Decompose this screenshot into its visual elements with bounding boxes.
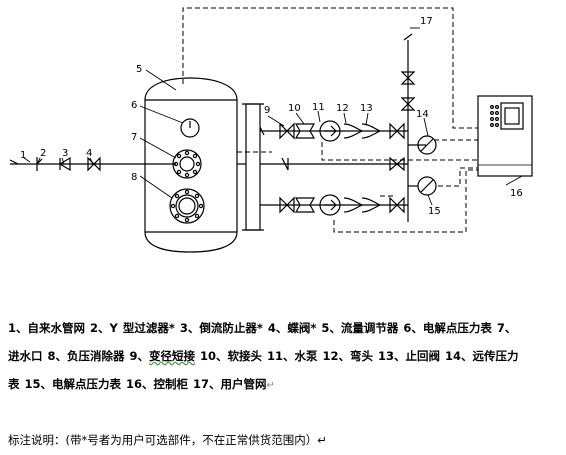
callout-4: 4 [86,148,92,159]
callout-16: 16 [510,188,523,199]
pressure-tank [144,77,238,253]
legend-row-3: 表 15、电解点压力表 16、控制柜 17、用户管网↵ [8,370,560,400]
callout-13: 13 [360,103,373,114]
callout-8: 8 [131,172,137,183]
remote-pressure-gauge-14 [417,135,437,155]
callout-1: 1 [20,150,26,161]
legend-row-2: 进水口 8、负压消除器 9、变径短接 10、软接头 11、水泵 12、弯头 13… [8,342,560,370]
pressure-gauge-15 [417,176,437,196]
vacuum-eliminator-flange-8 [169,188,205,224]
callout-9: 9 [264,105,270,116]
callout-2: 2 [40,148,46,159]
callout-5: 5 [136,64,142,75]
callout-6: 6 [131,100,137,111]
upper-pump-branch [259,120,408,142]
callout-14: 14 [416,109,429,120]
control-cabinet-16 [477,95,533,177]
callout-11: 11 [312,102,325,113]
callout-labels: 1 2 3 4 5 6 7 8 9 10 11 12 13 14 15 16 1… [20,16,523,217]
leader-lines [23,27,523,206]
legend-row-1-text: 1、自来水管网 2、Y 型过滤器* 3、倒流防止器* 4、蝶阀* 5、流量调节器… [8,321,517,335]
callout-7: 7 [131,132,137,143]
callout-10: 10 [288,103,301,114]
legend-row-2-end: 10、软接头 11、水泵 12、弯头 13、止回阀 14、远传压力 [195,349,519,363]
outlet-riser [400,33,426,222]
return-mark: ↵ [266,380,275,391]
water-supply-schematic: 1 2 3 4 5 6 7 8 9 10 11 12 13 14 15 16 1… [9,7,533,253]
callout-17: 17 [420,16,433,27]
annotation-note: 标注说明：(带*号者为用户可选部件，不在正常供货范围内）↵ [8,433,327,447]
pressure-gauge-6 [180,118,200,138]
legend-row-3-text: 表 15、电解点压力表 16、控制柜 17、用户管网 [8,377,267,391]
signal-lines [182,7,478,233]
callout-12: 12 [336,103,349,114]
header-manifold [237,103,264,231]
callout-3: 3 [62,148,68,159]
callout-15: 15 [428,206,441,217]
component-legend: 1、自来水管网 2、Y 型过滤器* 3、倒流防止器* 4、蝶阀* 5、流量调节器… [8,314,560,400]
inlet-flange-7 [172,149,202,179]
legend-reducer-label: 变径短接 [149,349,196,363]
legend-row-2-start: 进水口 8、负压消除器 9、 [8,349,150,363]
lower-pump-branch [260,194,408,216]
legend-row-1: 1、自来水管网 2、Y 型过滤器* 3、倒流防止器* 4、蝶阀* 5、流量调节器… [8,314,560,342]
bypass-line [260,156,408,172]
